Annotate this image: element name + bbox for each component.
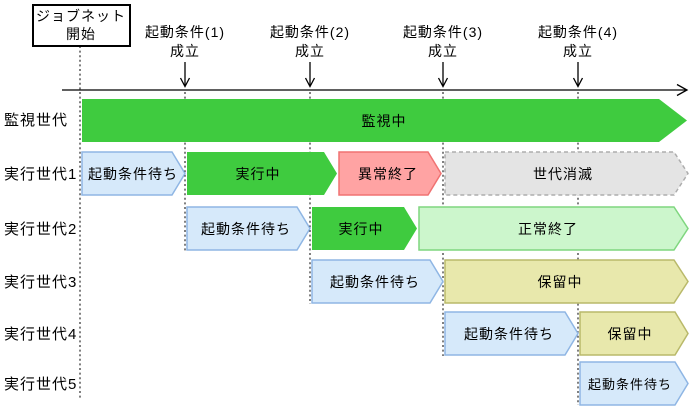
condition-3: 起動条件(3) 成立 bbox=[403, 24, 483, 88]
bar-gen3-on-hold-label: 保留中 bbox=[538, 274, 583, 290]
bar-gen3-waiting: 起動条件待ち bbox=[311, 259, 444, 304]
bar-gen2-waiting-label: 起動条件待ち bbox=[201, 221, 291, 237]
condition-2-status: 成立 bbox=[295, 43, 325, 59]
row-label-exec-generation-2: 実行世代2 bbox=[4, 221, 77, 238]
bar-gen1-abnormal-end-shape bbox=[338, 151, 442, 196]
bar-gen2-running-label: 実行中 bbox=[339, 221, 384, 237]
bar-gen1-generation-lost-label: 世代消滅 bbox=[533, 166, 593, 182]
bar-gen2-normal-end-label: 正常終了 bbox=[518, 221, 578, 237]
bar-gen1-waiting-label: 起動条件待ち bbox=[88, 166, 178, 182]
bar-gen1-generation-lost-shape bbox=[444, 151, 689, 196]
bar-gen2-running-shape bbox=[312, 207, 417, 250]
row-label-monitoring-generation: 監視世代 bbox=[4, 112, 68, 129]
condition-2-arrowhead bbox=[304, 77, 316, 88]
condition-4-status: 成立 bbox=[563, 43, 593, 59]
bar-gen1-running: 実行中 bbox=[187, 152, 337, 195]
time-axis bbox=[62, 83, 689, 97]
bar-gen1-waiting: 起動条件待ち bbox=[81, 151, 186, 196]
bar-gen5-waiting-label: 起動条件待ち bbox=[588, 377, 672, 392]
bar-gen2-normal-end: 正常終了 bbox=[418, 206, 689, 251]
jobnet-start-label-line2: 開始 bbox=[66, 26, 96, 42]
bar-gen4-on-hold: 保留中 bbox=[579, 311, 689, 356]
bar-monitoring: 監視中 bbox=[82, 99, 687, 142]
bar-gen3-on-hold: 保留中 bbox=[444, 259, 689, 304]
bar-gen1-running-label: 実行中 bbox=[236, 166, 281, 182]
bar-gen4-waiting: 起動条件待ち bbox=[444, 311, 579, 356]
jobnet-start-label-line1: ジョブネット bbox=[36, 8, 126, 24]
condition-4-label: 起動条件(4) bbox=[538, 24, 618, 40]
jobnet-start-box-frame bbox=[32, 4, 131, 47]
row-label-exec-generation-3: 実行世代3 bbox=[4, 274, 77, 291]
bar-gen3-waiting-shape bbox=[311, 259, 444, 304]
bar-monitoring-shape bbox=[82, 99, 687, 142]
bar-gen1-abnormal-end: 異常終了 bbox=[338, 151, 442, 196]
bar-gen2-waiting-shape bbox=[186, 206, 311, 251]
bar-gen4-on-hold-label: 保留中 bbox=[608, 326, 653, 342]
condition-1-label: 起動条件(1) bbox=[145, 24, 225, 40]
condition-4: 起動条件(4) 成立 bbox=[538, 24, 618, 88]
row-label-exec-generation-5: 実行世代5 bbox=[4, 376, 77, 393]
condition-1: 起動条件(1) 成立 bbox=[145, 24, 225, 88]
bar-gen1-waiting-shape bbox=[81, 151, 186, 196]
condition-2: 起動条件(2) 成立 bbox=[270, 24, 350, 88]
bar-gen5-waiting: 起動条件待ち bbox=[579, 361, 689, 406]
bar-gen2-waiting: 起動条件待ち bbox=[186, 206, 311, 251]
jobnet-start-box: ジョブネット 開始 bbox=[32, 4, 131, 47]
condition-3-label: 起動条件(3) bbox=[403, 24, 483, 40]
condition-1-status: 成立 bbox=[170, 43, 200, 59]
time-axis-arrowhead bbox=[676, 83, 689, 97]
bar-gen1-abnormal-end-label: 異常終了 bbox=[358, 166, 418, 182]
bar-gen3-on-hold-shape bbox=[444, 259, 689, 304]
bar-gen2-running: 実行中 bbox=[312, 207, 417, 250]
bar-monitoring-label: 監視中 bbox=[362, 113, 407, 129]
bar-gen4-waiting-label: 起動条件待ち bbox=[464, 326, 554, 342]
bar-gen5-waiting-shape bbox=[579, 361, 689, 406]
row-label-exec-generation-4: 実行世代4 bbox=[4, 326, 77, 343]
condition-3-status: 成立 bbox=[428, 43, 458, 59]
bar-gen4-waiting-shape bbox=[444, 311, 579, 356]
bar-gen4-on-hold-shape bbox=[579, 311, 689, 356]
condition-2-label: 起動条件(2) bbox=[270, 24, 350, 40]
bar-gen3-waiting-label: 起動条件待ち bbox=[330, 274, 420, 290]
condition-4-arrowhead bbox=[572, 77, 584, 88]
bar-gen2-normal-end-shape bbox=[418, 206, 689, 251]
condition-3-arrowhead bbox=[437, 77, 449, 88]
condition-1-arrowhead bbox=[179, 77, 191, 88]
bar-gen1-generation-lost: 世代消滅 bbox=[444, 151, 689, 196]
row-label-exec-generation-1: 実行世代1 bbox=[4, 166, 77, 183]
bar-gen1-running-shape bbox=[187, 152, 337, 195]
